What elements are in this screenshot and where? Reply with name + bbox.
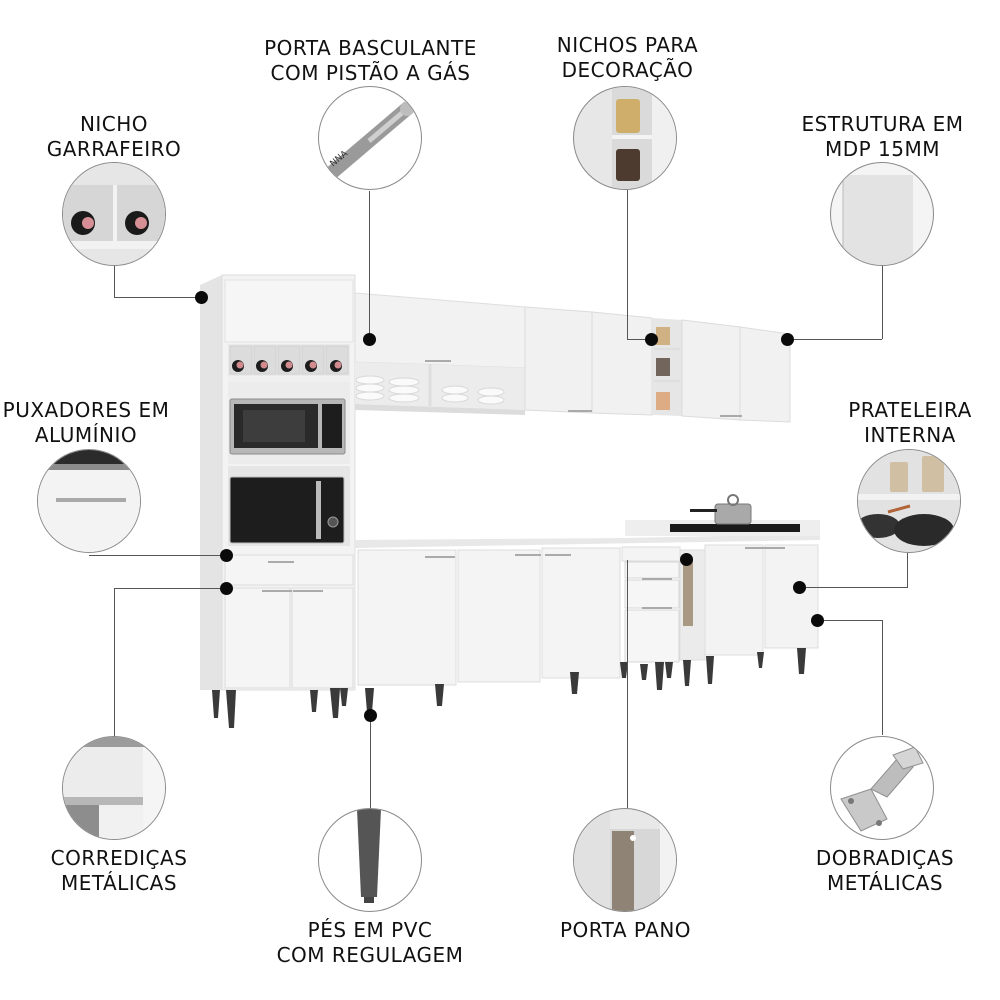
aluminum-handle-icon (37, 449, 141, 553)
marker-decoracao (645, 333, 658, 346)
label-porta-pano: PORTA PANO (559, 918, 692, 942)
decor-niche-icon (573, 86, 677, 190)
connector-dobradicas-v (882, 620, 883, 735)
tall-tower-cabinet (200, 274, 356, 691)
mdp-panel-icon (830, 162, 934, 266)
label-prateleira: PRATELEIRA INTERNA (848, 398, 972, 447)
label-pes-pvc: PÉS EM PVC COM REGULAGEM (276, 918, 464, 967)
connector-puxadores (89, 555, 225, 556)
connector-mdp-v (882, 266, 883, 339)
connector-corredicas-h (114, 588, 226, 589)
connector-mdp-h (788, 339, 882, 340)
connector-prateleira-v (907, 553, 908, 588)
connector-decoracao-v (627, 190, 628, 340)
label-porta-basculante: PORTA BASCULANTE COM PISTÃO A GÁS (264, 36, 477, 85)
internal-shelf-icon (857, 449, 961, 553)
label-dobradicas: DOBRADIÇAS METÁLICAS (815, 846, 955, 895)
marker-prateleira (793, 581, 806, 594)
lower-cabinets (355, 494, 820, 686)
microwave-top (228, 382, 350, 464)
marker-puxadores (220, 549, 233, 562)
metal-slide-icon (62, 736, 166, 840)
label-nichos-decoracao: NICHOS PARA DECORAÇÃO (556, 33, 699, 82)
connector-dobradicas-h (818, 620, 882, 621)
connector-basculante (369, 191, 370, 339)
marker-corredicas (220, 582, 233, 595)
marker-dobradicas (811, 614, 824, 627)
marker-garrafeiro (195, 291, 208, 304)
connector-garrafeiro-h (114, 297, 202, 298)
wine-rack-icon (62, 162, 166, 266)
label-estrutura-mdp: ESTRUTURA EM MDP 15MM (801, 112, 964, 161)
connector-corredicas-v (114, 588, 115, 736)
connector-porta-pano (627, 560, 628, 808)
towel-holder-icon (573, 808, 677, 912)
connector-pes (370, 716, 371, 809)
connector-prateleira-h (800, 587, 907, 588)
decor-niches-shelves (654, 348, 680, 382)
wine-rack (228, 344, 350, 382)
metal-hinge-icon (830, 736, 934, 840)
gas-piston-icon: NNA (318, 86, 422, 190)
label-corredicas: CORREDIÇAS METÁLICAS (50, 846, 188, 895)
label-nicho-garrafeiro: NICHO GARRAFEIRO (46, 112, 182, 161)
pvc-leg-icon (318, 808, 422, 912)
upper-cabinets (354, 292, 791, 423)
marker-mdp (781, 333, 794, 346)
microwave-bottom (228, 466, 350, 546)
label-puxadores: PUXADORES EM ALUMÍNIO (2, 398, 170, 447)
connector-garrafeiro-v (114, 262, 115, 298)
marker-pes (364, 709, 377, 722)
cooktop (670, 494, 800, 532)
connector-decoracao-h (627, 339, 649, 340)
marker-porta-pano (680, 553, 693, 566)
pvc-legs (212, 648, 806, 728)
marker-basculante (363, 333, 376, 346)
